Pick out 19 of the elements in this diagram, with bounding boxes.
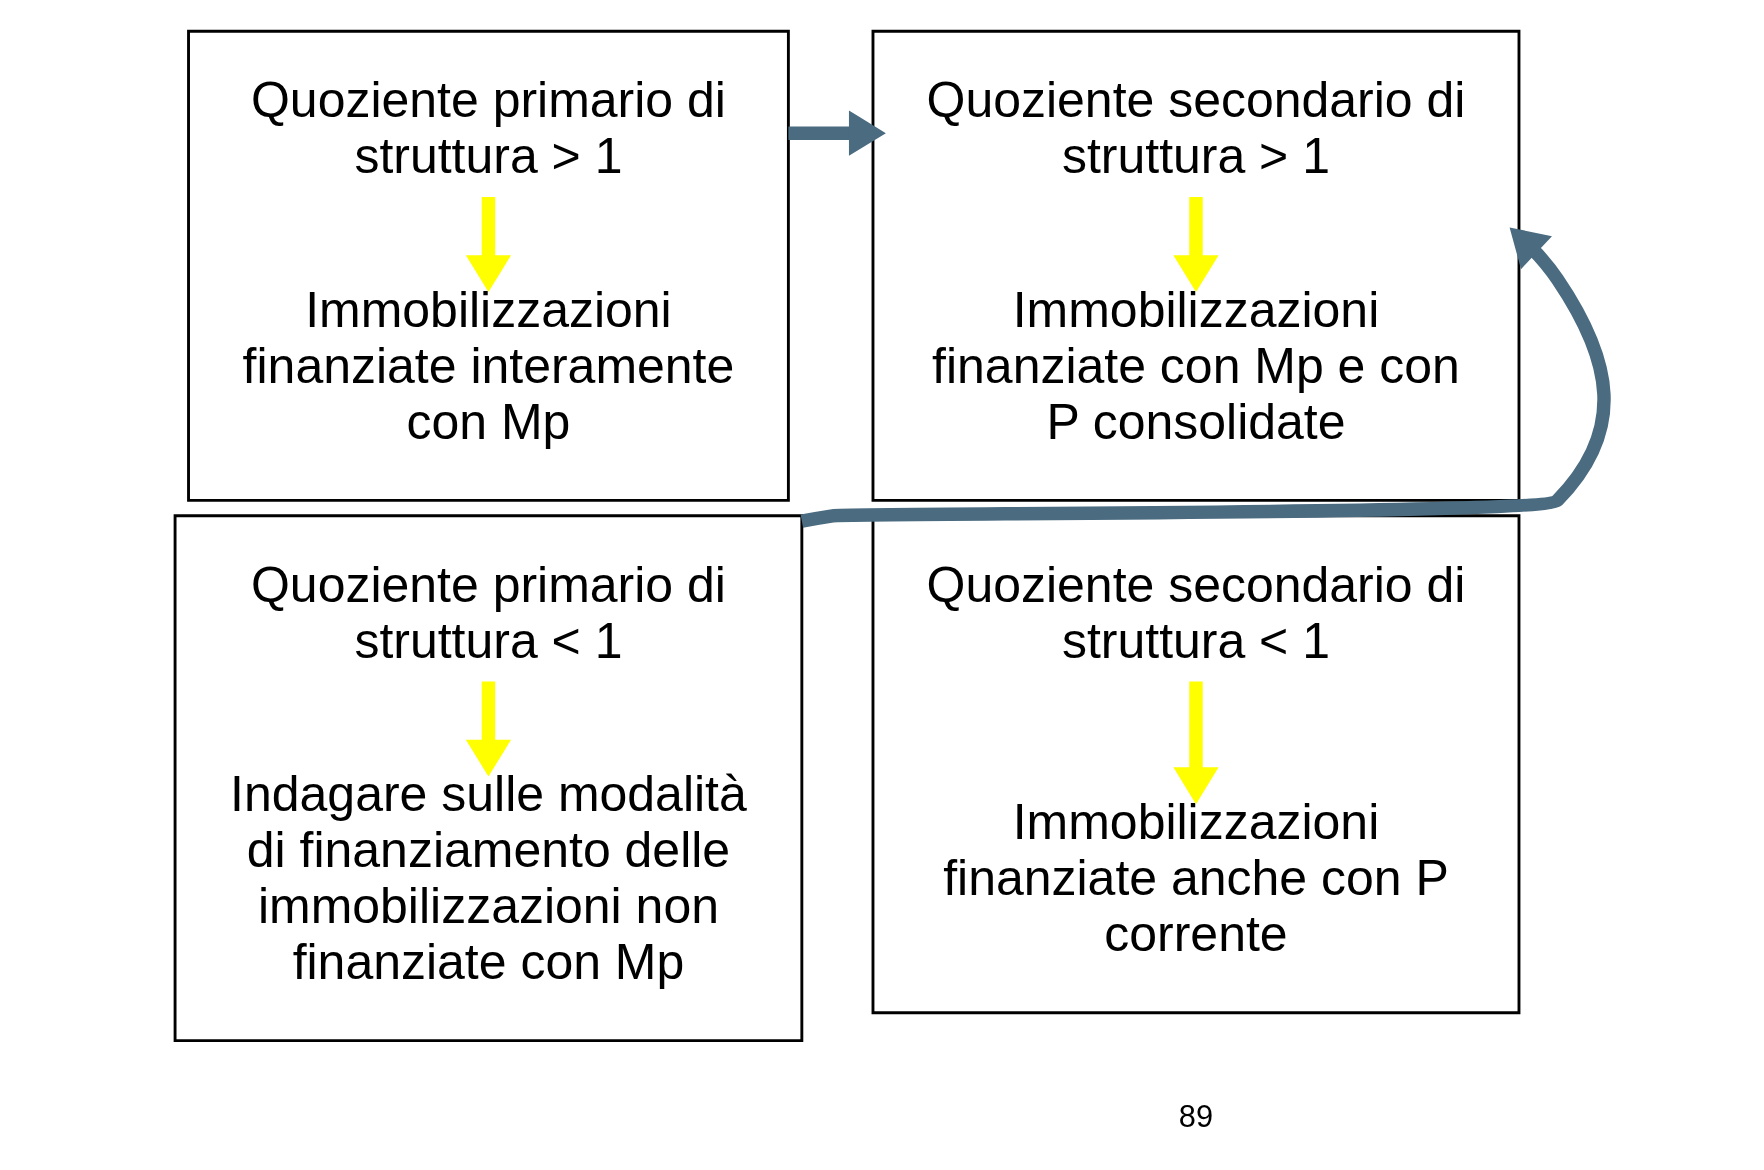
node-text: Quoziente primario di struttura > 1 xyxy=(250,72,726,185)
cluster xyxy=(871,29,1521,502)
arrow xyxy=(1173,197,1219,293)
node-text: Quoziente primario di struttura < 1 xyxy=(250,556,726,669)
node-text: Immobilizzazioni finanziate interamente con Mp xyxy=(242,281,735,450)
node-text: Quoziente secondario di struttura > 1 xyxy=(926,72,1466,185)
arrow xyxy=(465,197,512,293)
node-text: Quoziente secondario di struttura < 1 xyxy=(926,556,1466,669)
arrow xyxy=(800,227,1611,528)
cluster xyxy=(871,514,1521,1015)
node-text: Indagare sulle modalità di finanziamento delle immobilizzazioni non finanziate con Mp xyxy=(230,766,747,990)
cluster xyxy=(187,29,790,502)
cluster xyxy=(173,514,804,1043)
arrow xyxy=(1173,681,1219,805)
label: 89 xyxy=(1178,1098,1214,1134)
arrow xyxy=(465,681,512,777)
node-text: Immobilizzazioni finanziate anche con P corrente xyxy=(943,794,1449,962)
arrow xyxy=(788,110,886,156)
node-text: Immobilizzazioni finanziate con Mp e con P consolidate xyxy=(932,281,1460,450)
